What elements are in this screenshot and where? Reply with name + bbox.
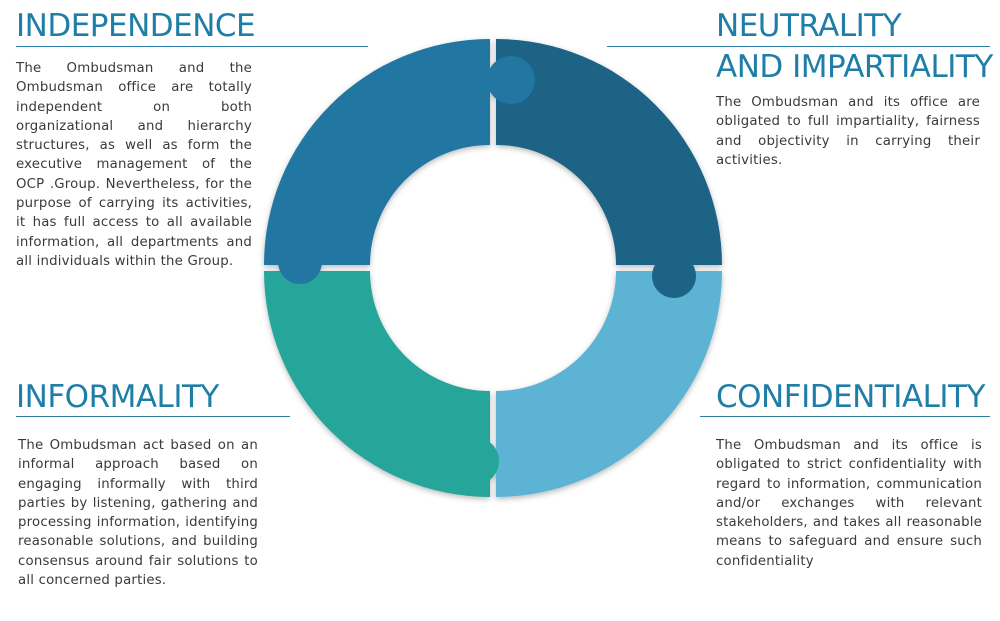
knob-top: [487, 56, 535, 104]
informality-text: The Ombudsman act based on an informal a…: [18, 436, 258, 590]
knob-bottom: [451, 437, 499, 485]
independence-rule: [16, 46, 368, 47]
informality-rule: [16, 416, 290, 417]
knob-left: [278, 240, 322, 284]
independence-text: The Ombudsman and the Ombudsman office a…: [16, 59, 252, 271]
neutrality-rule: [607, 46, 990, 47]
puzzle-piece-independence: [264, 39, 490, 265]
independence-heading: INDEPENDENCE: [16, 9, 255, 43]
confidentiality-heading: CONFIDENTIALITY: [716, 380, 985, 414]
confidentiality-rule: [700, 416, 990, 417]
neutrality-heading-line2: AND IMPARTIALITY: [716, 50, 993, 84]
neutrality-text: The Ombudsman and its office are obligat…: [716, 93, 980, 170]
informality-heading: INFORMALITY: [16, 380, 219, 414]
puzzle-piece-confidentiality: [496, 271, 722, 497]
confidentiality-text: The Ombudsman and its office is obligate…: [716, 436, 982, 571]
knob-right: [652, 254, 696, 298]
neutrality-heading-line1: NEUTRALITY: [716, 9, 901, 43]
